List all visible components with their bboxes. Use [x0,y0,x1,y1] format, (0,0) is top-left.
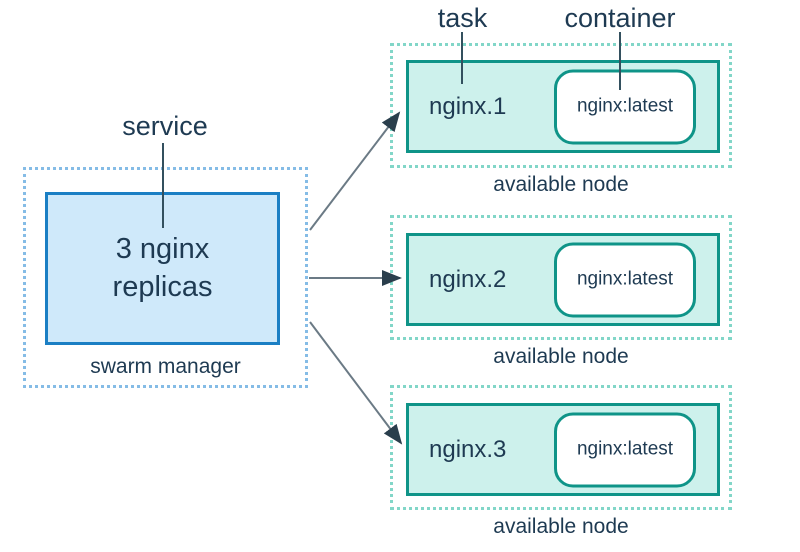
task-label: task [437,3,488,33]
node-1-boundary [390,43,732,168]
task-2-name: nginx.2 [429,265,507,293]
task-3-box: nginx.3 nginx:latest [406,403,720,496]
node-1-caption: available node [493,173,629,196]
task-1-box: nginx.1 nginx:latest [406,60,720,153]
service-replicas-box: 3 nginx replicas [45,192,280,345]
task-2-box: nginx.2 nginx:latest [406,233,720,326]
swarm-manager-boundary [23,167,308,388]
service-label: service [122,111,208,141]
swarm-manager-caption: swarm manager [90,355,241,378]
node-2-caption: available node [493,345,629,368]
container-2-pill: nginx:latest [554,242,696,317]
container-3-pill: nginx:latest [554,412,696,487]
node-3-caption: available node [493,515,629,538]
node-3-boundary [390,385,732,510]
task-1-name: nginx.1 [429,92,507,120]
container-1-pill: nginx:latest [554,69,696,144]
arrow-to-node-3 [309,321,403,445]
container-label: container [564,3,676,33]
task-3-name: nginx.3 [429,435,507,463]
arrow-to-node-1 [309,111,401,231]
